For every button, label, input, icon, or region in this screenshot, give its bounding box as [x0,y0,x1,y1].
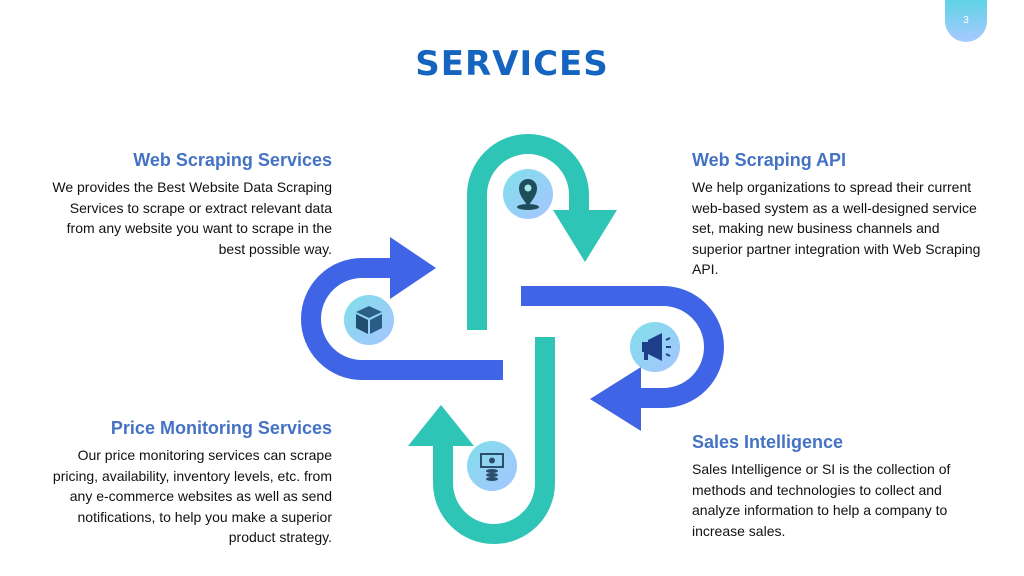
blue-right-arrow [521,286,724,431]
sales-intelligence-block: Sales Intelligence Sales Intelligence or… [692,432,992,541]
teal-bottom-arrow [408,337,555,544]
megaphone-icon [630,322,680,372]
web-scraping-api-block: Web Scraping API We help organizations t… [692,150,992,280]
web-scraping-api-heading: Web Scraping API [692,150,847,170]
web-scraping-services-heading: Web Scraping Services [133,150,332,170]
page-number: 3 [963,15,969,26]
price-monitoring-block: Price Monitoring Services Our price moni… [40,418,332,548]
page-number-badge: 3 [945,0,987,42]
page-title: SERVICES [415,44,609,84]
price-monitoring-heading: Price Monitoring Services [110,418,332,438]
sales-intelligence-heading: Sales Intelligence [692,432,844,452]
price-monitoring-text: Our price monitoring services can scrape… [52,447,332,545]
web-scraping-services-block: Web Scraping Services We provides the Be… [40,150,332,259]
web-scraping-api-text: We help organizations to spread their cu… [692,179,981,277]
blue-left-arrow [301,237,503,380]
teal-top-arrow [467,134,617,330]
money-coins-icon [467,441,517,491]
box-icon [344,295,394,345]
sales-intelligence-text: Sales Intelligence or SI is the collecti… [692,461,951,539]
web-scraping-services-text: We provides the Best Website Data Scrapi… [52,179,332,257]
location-pin-icon [503,169,553,219]
